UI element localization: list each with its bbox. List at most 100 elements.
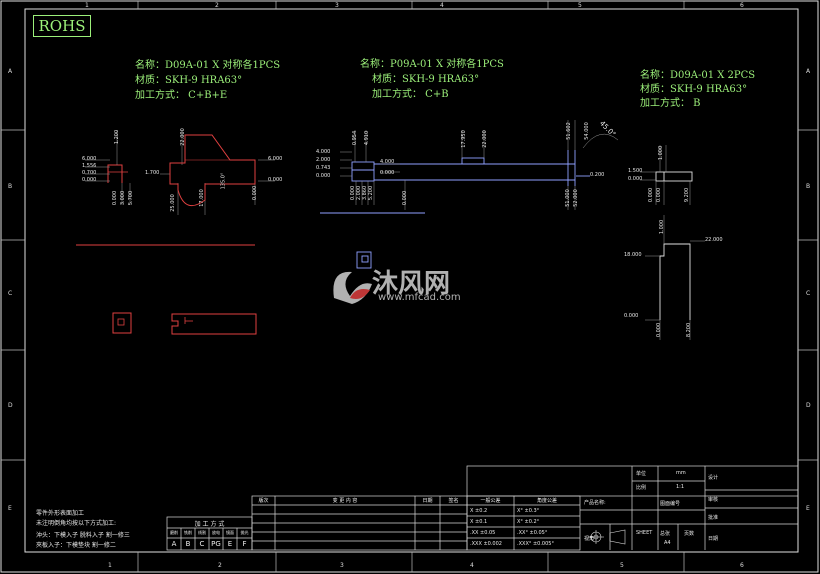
tolerance-cell: X ±0.1 <box>470 519 488 525</box>
dim-label: 0.000 <box>252 185 259 201</box>
zone-top-1: 1 <box>85 2 89 9</box>
dim-label: 22.000 <box>705 237 723 243</box>
dim-label: 0.200 <box>590 172 605 178</box>
dim-label: 4.000 <box>380 159 395 165</box>
process-code: C <box>199 540 205 548</box>
check-label: 审核 <box>708 497 719 503</box>
dim-label: 0.743 <box>316 165 331 171</box>
dim-label: 1.500 <box>628 168 643 174</box>
dim-label: 1.556 <box>82 163 97 169</box>
zone-top-2: 2 <box>215 2 219 9</box>
tolerance-cell: X ±0.2 <box>470 508 488 514</box>
process-code: F <box>242 540 247 548</box>
watermark-cn: 沐风网 <box>372 269 451 299</box>
dim-label: 6.000 <box>82 156 97 162</box>
zone-side-d: D <box>8 402 13 409</box>
process-code: A <box>171 540 177 548</box>
tolerance-cell: .XX ±0.05 <box>470 530 496 536</box>
dim-label: 1.000 <box>658 145 665 161</box>
revision-col: 日期 <box>422 498 433 504</box>
process-code: B <box>185 540 191 548</box>
scale-value: 1:1 <box>676 484 685 490</box>
note-line: 未注明倒角均按以下方式加工: <box>36 520 117 527</box>
revision-col: 签名 <box>448 498 459 504</box>
dim-label: 0.000 <box>112 190 119 206</box>
dim-label: 54.000 <box>583 122 590 140</box>
part2-view <box>320 120 619 269</box>
part1-process: 加工方式： C+B+E <box>135 90 228 101</box>
tolerance-cell: X° ±0.3° <box>517 508 540 514</box>
page-label: 页数 <box>684 531 695 537</box>
tolerance-cell: .XX° ±0.05° <box>517 530 548 536</box>
dim-label: 2.000 <box>316 157 331 163</box>
dim-label: 5.700 <box>128 190 135 206</box>
part1-material: 材质：SKH-9 HRA63° <box>135 75 243 86</box>
zone-top-6: 6 <box>740 2 744 9</box>
tolerance-cell: X° ±0.2° <box>517 519 540 525</box>
part1-view <box>76 130 275 335</box>
zone-side-b: B <box>8 183 13 190</box>
note-line: 零件外形表面加工 <box>36 510 85 517</box>
part3-material: 材质：SKH-9 HRA63° <box>640 84 748 95</box>
title-block-grid <box>166 465 799 551</box>
unit-value: mm <box>676 470 686 476</box>
tolerance-cell: .XXX ±0.002 <box>470 541 502 547</box>
tolerance-cell: .XXX° ±0.005° <box>517 541 554 547</box>
process-code: E <box>227 540 233 548</box>
zone-bottom-6: 6 <box>740 562 744 569</box>
dim-label: 0.000 <box>268 177 283 183</box>
dim-label: 0.000 <box>656 322 663 338</box>
dim-label: 52.000 <box>572 189 579 207</box>
sheet-label: SHEET <box>636 530 653 536</box>
dim-label: 17.950 <box>460 130 467 148</box>
dim-label: 3.000 <box>120 190 127 206</box>
part3-process: 加工方式： B <box>640 98 701 109</box>
process-col: 线割 <box>198 530 206 535</box>
projection-symbol <box>588 529 626 545</box>
dim-label: 1.000 <box>659 219 666 235</box>
dim-label: 8.200 <box>686 322 693 338</box>
zone-top-4: 4 <box>440 2 444 9</box>
note-line: 夾板入子：下模垫块 割一修二 <box>36 542 116 549</box>
tolerance-header: 角度公差 <box>536 498 557 504</box>
page-value: A4 <box>664 540 671 546</box>
dim-label: 0.000 <box>402 190 409 206</box>
dim-label: 0.700 <box>82 170 97 176</box>
part3-view <box>640 145 705 340</box>
dim-label: 135.0° <box>220 172 227 190</box>
dim-label: 1.200 <box>114 129 121 145</box>
zone-side-e-right: E <box>806 505 810 512</box>
revision-col: 变 更 内 容 <box>332 498 358 504</box>
zone-side-a-right: A <box>806 68 811 75</box>
dim-label: 5.200 <box>368 185 375 201</box>
dim-label: 51.000 <box>564 189 571 207</box>
dim-label: 0.000 <box>624 313 639 319</box>
zone-bottom-2: 2 <box>218 562 222 569</box>
process-header: 加 工 方 式 <box>194 521 225 528</box>
dim-label: 0.000 <box>648 187 655 203</box>
product-name-label: 产品名称: <box>584 500 606 506</box>
unit-label: 单位 <box>636 471 647 477</box>
dim-label: 0.000 <box>316 173 331 179</box>
dim-label: 0.000 <box>656 187 663 203</box>
tolerance-header: 一般公差 <box>480 498 501 504</box>
zone-side-c: C <box>8 290 13 297</box>
process-col: 铣削 <box>184 530 192 535</box>
note-line: 沖头：下模入子 脱料入子 割一修三 <box>36 532 130 539</box>
zone-top-3: 3 <box>335 2 339 9</box>
zone-bottom-5: 5 <box>620 562 624 569</box>
process-col: 抛光 <box>240 530 249 535</box>
dim-label: 22.000 <box>179 128 186 146</box>
dim-label: 0.000 <box>628 176 643 182</box>
dim-label: 0.954 <box>352 130 359 146</box>
drawing-no-label: 图面编号 <box>660 501 681 507</box>
zone-bottom-3: 3 <box>340 562 344 569</box>
part2-material: 材质：SKH-9 HRA63° <box>372 74 480 85</box>
zone-side-b-right: B <box>806 183 811 190</box>
dim-label: 4.910 <box>364 130 371 146</box>
rohs-label: ROHS <box>33 15 91 37</box>
part1-name: 名称：D09A-01 X 对称各1PCS <box>135 60 281 71</box>
zone-side-c-right: C <box>806 290 811 297</box>
projection-label: 视角 <box>584 536 595 542</box>
